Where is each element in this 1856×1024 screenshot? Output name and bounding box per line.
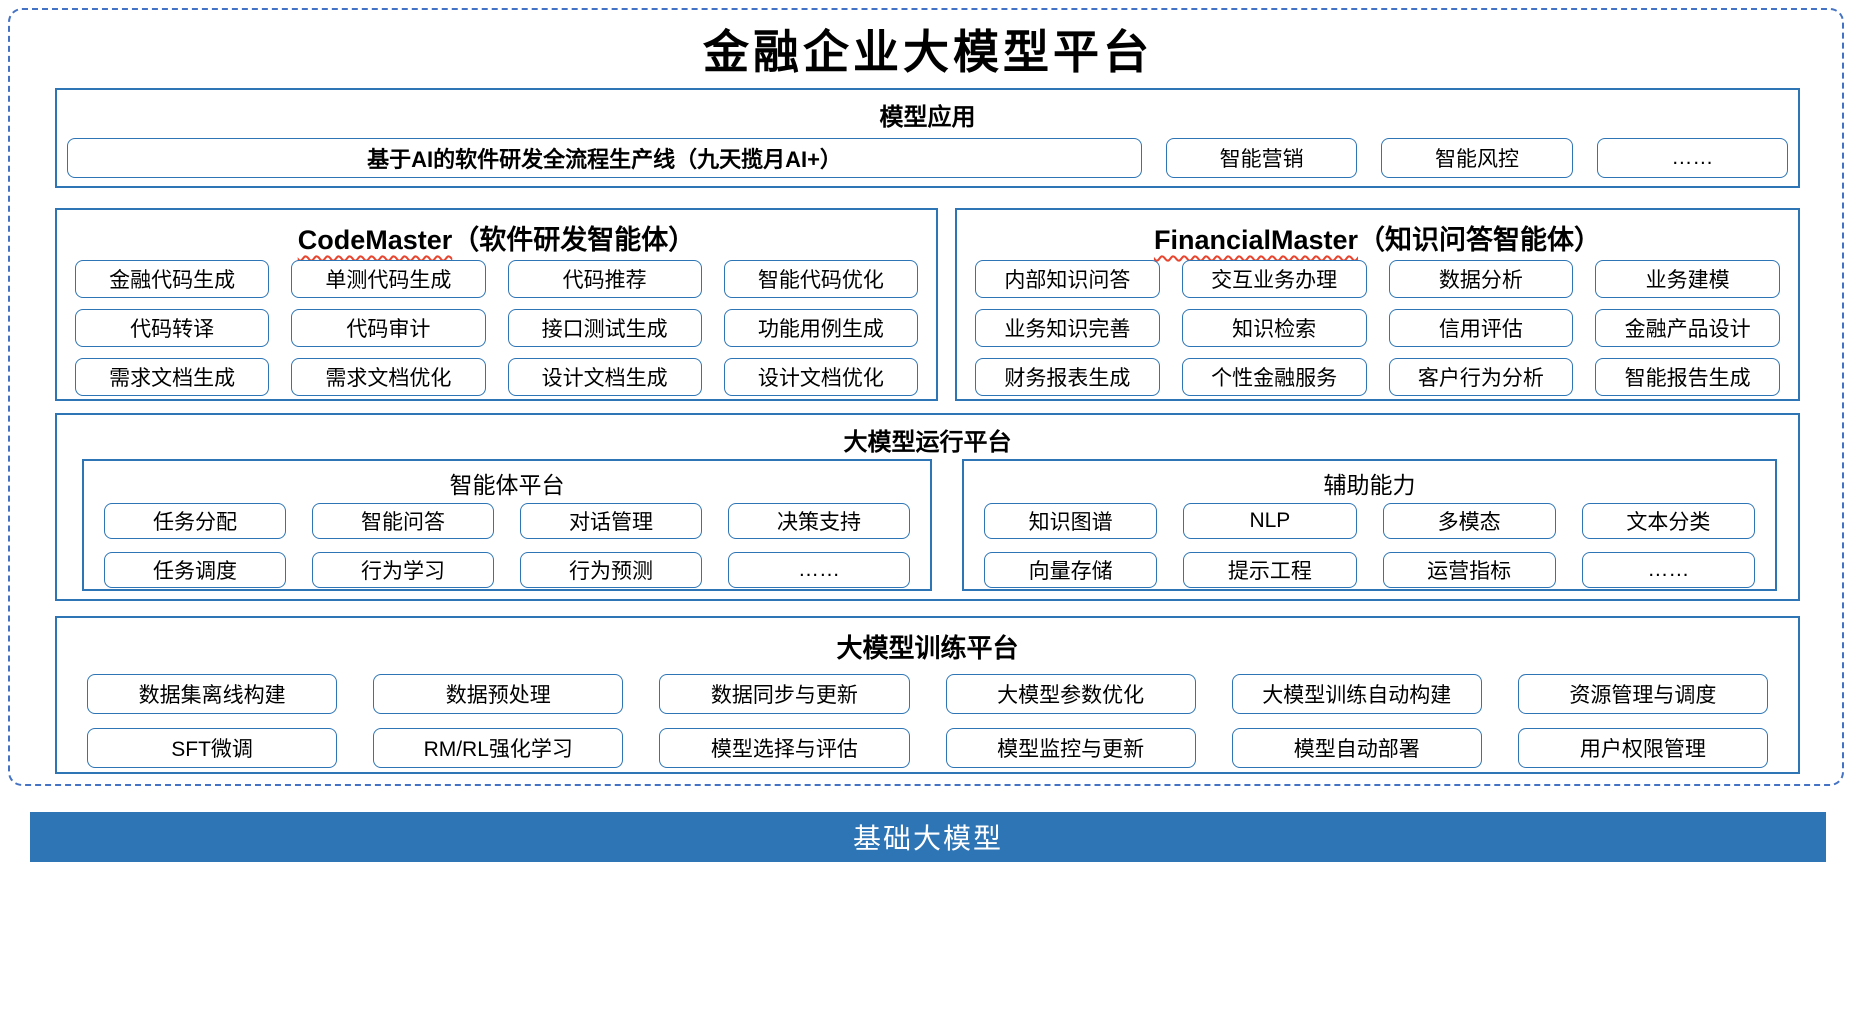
capability-box: 接口测试生成 [507, 309, 702, 347]
capability-box: 客户行为分析 [1388, 358, 1574, 396]
capability-box: 数据集离线构建 [87, 674, 338, 714]
capability-box: 交互业务办理 [1181, 260, 1367, 298]
training-grid: 数据集离线构建 数据预处理 数据同步与更新 大模型参数优化 大模型训练自动构建 … [87, 674, 1768, 768]
foundation-model-bar: 基础大模型 [30, 812, 1826, 862]
capability-box: 智能问答 [312, 503, 494, 539]
capability-box: 个性金融服务 [1181, 358, 1367, 396]
capability-box: 向量存储 [984, 552, 1158, 588]
codemaster-header: CodeMaster（软件研发智能体） [57, 210, 936, 257]
capability-box: 代码转译 [75, 309, 270, 347]
capability-box: 模型自动部署 [1231, 728, 1482, 768]
codemaster-name: CodeMaster [297, 225, 453, 255]
capability-box: 设计文档生成 [507, 358, 702, 396]
aux-ability-grid: 知识图谱 NLP 多模态 文本分类 向量存储 提示工程 运营指标 …… [984, 503, 1755, 588]
page-title: 金融企业大模型平台 [703, 25, 1153, 79]
capability-box: NLP [1183, 503, 1357, 539]
capability-box: 金融产品设计 [1595, 309, 1780, 347]
capability-box: 业务知识完善 [975, 309, 1160, 347]
codemaster-grid: 金融代码生成 单测代码生成 代码推荐 智能代码优化 代码转译 代码审计 接口测试… [75, 260, 918, 396]
capability-box: 代码推荐 [507, 260, 702, 298]
capability-box: 数据预处理 [373, 674, 624, 714]
section-financialmaster: FinancialMaster（知识问答智能体） 内部知识问答 交互业务办理 数… [955, 208, 1800, 401]
capability-box: 需求文档优化 [291, 358, 486, 396]
codemaster-subtitle: （软件研发智能体） [452, 225, 696, 255]
capability-box: 设计文档优化 [723, 358, 918, 396]
capability-box: 行为学习 [312, 552, 494, 588]
agent-platform-title: 智能体平台 [449, 472, 565, 498]
section-training-platform: 大模型训练平台 数据集离线构建 数据预处理 数据同步与更新 大模型参数优化 大模… [55, 616, 1800, 774]
capability-box: 知识检索 [1181, 309, 1367, 347]
runtime-platform-header: 大模型运行平台 [843, 429, 1012, 456]
capability-box: 智能风控 [1381, 138, 1573, 178]
capability-box: 任务分配 [104, 503, 286, 539]
ai-pipeline-box: 基于AI的软件研发全流程生产线（九天揽月AI+） [67, 138, 1142, 178]
financialmaster-grid: 内部知识问答 交互业务办理 数据分析 业务建模 业务知识完善 知识检索 信用评估… [975, 260, 1780, 396]
section-model-application: 模型应用 基于AI的软件研发全流程生产线（九天揽月AI+） 智能营销 智能风控 … [55, 88, 1800, 188]
capability-box: 金融代码生成 [75, 260, 270, 298]
capability-box: 信用评估 [1388, 309, 1574, 347]
model-application-header: 模型应用 [879, 104, 976, 131]
capability-box: 大模型训练自动构建 [1231, 674, 1482, 714]
capability-box: 运营指标 [1382, 552, 1556, 588]
financialmaster-header: FinancialMaster（知识问答智能体） [957, 210, 1798, 257]
capability-box: 智能代码优化 [723, 260, 918, 298]
agent-platform-grid: 任务分配 智能问答 对话管理 决策支持 任务调度 行为学习 行为预测 …… [104, 503, 910, 588]
capability-box: 功能用例生成 [723, 309, 918, 347]
capability-box: 数据分析 [1388, 260, 1574, 298]
section-runtime-platform: 大模型运行平台 智能体平台 任务分配 智能问答 对话管理 决策支持 任务调度 行… [55, 413, 1800, 601]
aux-ability-title: 辅助能力 [1323, 472, 1416, 498]
capability-box: 知识图谱 [984, 503, 1158, 539]
foundation-model-label: 基础大模型 [852, 823, 1003, 854]
ellipsis-box: …… [1596, 138, 1788, 178]
capability-box: 多模态 [1382, 503, 1556, 539]
capability-box: 模型选择与评估 [659, 728, 910, 768]
capability-box: 对话管理 [520, 503, 702, 539]
agent-platform-box: 智能体平台 任务分配 智能问答 对话管理 决策支持 任务调度 行为学习 行为预测… [82, 459, 932, 591]
capability-box: 模型监控与更新 [945, 728, 1196, 768]
capability-box: 智能营销 [1166, 138, 1358, 178]
financialmaster-subtitle: （知识问答智能体） [1358, 225, 1602, 255]
ellipsis-box: …… [1581, 552, 1755, 588]
capability-box: 代码审计 [291, 309, 486, 347]
capability-box: SFT微调 [87, 728, 338, 768]
aux-ability-box: 辅助能力 知识图谱 NLP 多模态 文本分类 向量存储 提示工程 运营指标 …… [962, 459, 1777, 591]
capability-box: 内部知识问答 [975, 260, 1160, 298]
capability-box: 大模型参数优化 [945, 674, 1196, 714]
capability-box: 行为预测 [520, 552, 702, 588]
model-application-row: 基于AI的软件研发全流程生产线（九天揽月AI+） 智能营销 智能风控 …… [67, 138, 1788, 178]
capability-box: 业务建模 [1595, 260, 1780, 298]
capability-box: 数据同步与更新 [659, 674, 910, 714]
financialmaster-name: FinancialMaster [1153, 225, 1359, 255]
training-platform-header: 大模型训练平台 [836, 633, 1019, 663]
capability-box: 任务调度 [104, 552, 286, 588]
capability-box: 用户权限管理 [1517, 728, 1768, 768]
ellipsis-box: …… [728, 552, 910, 588]
capability-box: 决策支持 [728, 503, 910, 539]
capability-box: 财务报表生成 [975, 358, 1160, 396]
capability-box: 需求文档生成 [75, 358, 270, 396]
section-codemaster: CodeMaster（软件研发智能体） 金融代码生成 单测代码生成 代码推荐 智… [55, 208, 938, 401]
capability-box: RM/RL强化学习 [373, 728, 624, 768]
capability-box: 文本分类 [1581, 503, 1755, 539]
capability-box: 单测代码生成 [291, 260, 486, 298]
capability-box: 智能报告生成 [1595, 358, 1780, 396]
capability-box: 提示工程 [1183, 552, 1357, 588]
capability-box: 资源管理与调度 [1517, 674, 1768, 714]
